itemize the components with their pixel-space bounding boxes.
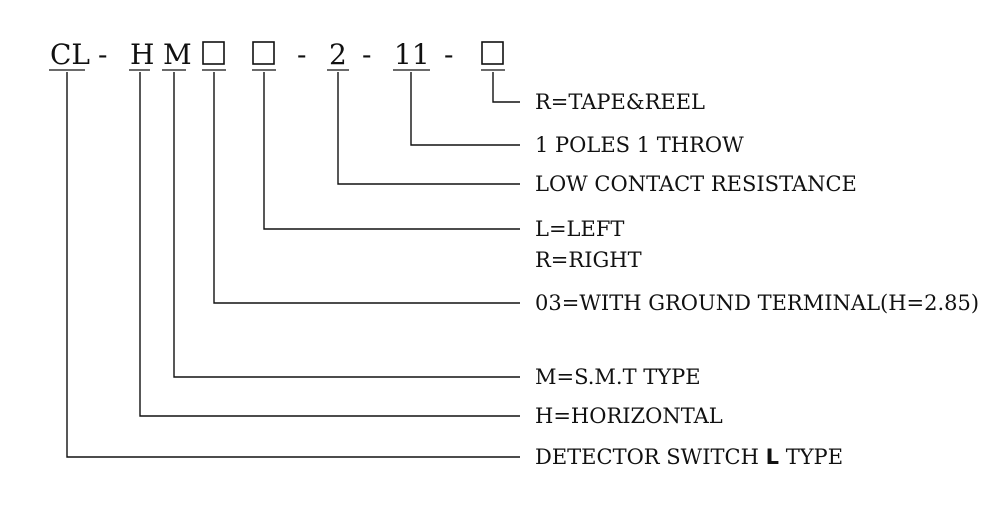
- code-dash-3: -: [362, 38, 371, 71]
- legend-type: DETECTOR SWITCH L TYPE: [535, 445, 843, 469]
- code-placeholder-terminal: [202, 41, 225, 65]
- code-placeholder-packaging: [481, 41, 504, 65]
- legend-orientation: H=HORIZONTAL: [535, 404, 723, 428]
- code-dash-1: -: [98, 38, 107, 71]
- leader-terminal: [213, 72, 520, 304]
- leader-type: [66, 72, 520, 458]
- leader-poles: [410, 72, 520, 146]
- leader-packaging: [492, 72, 520, 103]
- leader-direction: [263, 72, 520, 230]
- leader-lines: [66, 72, 520, 458]
- code-placeholder-direction: [252, 41, 275, 65]
- legend-packaging: R=TAPE&REEL: [535, 90, 705, 114]
- code-segment-cl: CL: [50, 38, 90, 71]
- legend-direction-right: R=RIGHT: [535, 248, 642, 272]
- legend-contact: LOW CONTACT RESISTANCE: [535, 172, 857, 196]
- code-segment-2: 2: [329, 38, 347, 71]
- leader-mount: [173, 72, 520, 378]
- legend-mount: M=S.M.T TYPE: [535, 365, 701, 389]
- code-dash-4: -: [444, 38, 453, 71]
- legend-type-bold: L: [766, 445, 779, 469]
- code-segment-m: M: [163, 38, 192, 71]
- code-dash-2: -: [297, 38, 306, 71]
- legend-poles: 1 POLES 1 THROW: [535, 133, 744, 157]
- leader-orientation: [139, 72, 520, 417]
- part-code: CL - H M - 2 - 11 -: [49, 38, 505, 71]
- legend-direction-left: L=LEFT: [535, 217, 624, 241]
- legend-terminal: 03=WITH GROUND TERMINAL(H=2.85): [535, 291, 979, 315]
- leader-contact: [337, 72, 520, 185]
- code-segment-11: 11: [394, 38, 430, 71]
- legend-type-suffix: TYPE: [779, 445, 843, 469]
- code-segment-h: H: [130, 38, 154, 71]
- legend: R=TAPE&REEL 1 POLES 1 THROW LOW CONTACT …: [535, 90, 979, 469]
- legend-type-prefix: DETECTOR SWITCH: [535, 445, 766, 469]
